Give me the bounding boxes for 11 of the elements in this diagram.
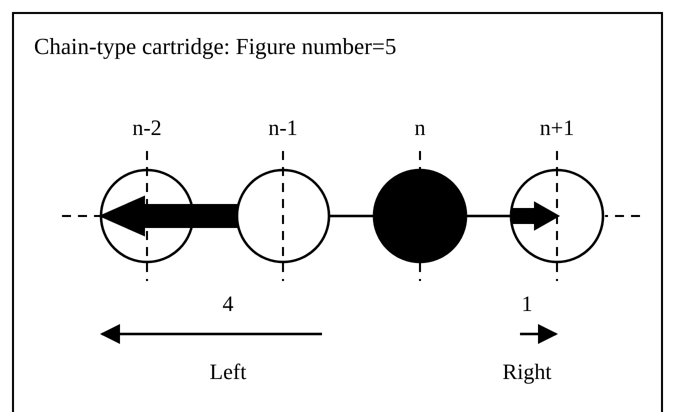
count-label: 4 (222, 291, 234, 317)
connector-line (466, 214, 511, 218)
column-label: n (414, 115, 426, 141)
count-label: 1 (522, 291, 532, 317)
column-label: n+1 (538, 115, 576, 141)
column-label: n-1 (267, 115, 299, 141)
direction-label: Left (210, 359, 246, 385)
direction-label: Right (502, 359, 552, 385)
connector-line (329, 214, 374, 218)
column-label: n-2 (131, 115, 163, 141)
title: Chain-type cartridge: Figure number=5 (34, 34, 396, 60)
